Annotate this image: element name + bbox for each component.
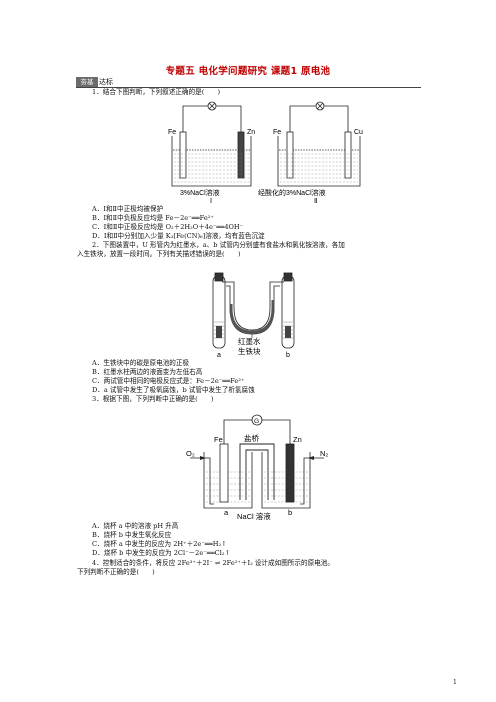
label-o2: O₂ (186, 449, 195, 458)
test-tubes (212, 272, 295, 349)
question-3-stem: 3．根据下图，下列判断中正确的是( ) (92, 395, 214, 403)
q1-option-c: C．Ⅰ和Ⅱ中正极反应均是 O₂＋2H₂O＋4e⁻══4OH⁻ (92, 223, 244, 231)
label-beaker-b: b (288, 508, 292, 517)
cell-i-number: Ⅰ (210, 198, 212, 203)
q2-option-d: D．a 试管中发生了吸氧腐蚀，b 试管中发生了析氢腐蚀 (92, 386, 255, 394)
page-number: 1 (453, 679, 457, 686)
section-label: 达标 (99, 78, 113, 86)
q3-option-a: A．烧杯 a 中的溶液 pH 升高 (92, 522, 179, 530)
red-ink (229, 300, 275, 334)
figure-3: G Fe 盐桥 Zn O₂ N₂ a NaCl 溶液 b (186, 414, 328, 520)
label-nacl: NaCl 溶液 (237, 511, 271, 520)
zn-electrode (285, 443, 295, 503)
gas-tubes (190, 457, 324, 505)
question-2-stem-line2: 入生铁块，放置一段时间。下列有关描述错误的是( ) (77, 250, 241, 258)
cell-i (171, 101, 252, 187)
label-tube-a: a (217, 352, 221, 358)
section-badge: 夯基 (76, 77, 98, 87)
question-4-stem-line1: 4．控制适合的条件，将反应 2Fe³⁺＋2I⁻ ⇌ 2Fe²⁺＋I₂ 设计成如图… (92, 559, 334, 567)
cell-i-solution (174, 153, 250, 183)
q3-option-d: D．烧杯 b 中发生的反应为 2Cl⁻－2e⁻══Cl₂↑ (92, 549, 230, 557)
q1-option-a: A．Ⅰ和Ⅱ中正极均被保护 (92, 205, 164, 213)
figure-2: 红墨水 生铁块 a b (212, 272, 295, 358)
cell-ii-solution-label: 经酸化的3%NaCl溶液 (258, 188, 326, 197)
q1-option-b: B．Ⅰ和Ⅱ中负极反应均是 Fe－2e⁻══Fe²⁺ (92, 214, 214, 222)
cell-ii-number: Ⅱ (314, 198, 317, 203)
label-fe: Fe (214, 435, 223, 444)
label-zn: Zn (293, 435, 302, 444)
cell-i-electrode-right: Zn (247, 129, 255, 136)
question-2-stem-line1: 2．下图装置中，U 形管内为红墨水，a、b 试管内分别盛有食盐水和氯化铵溶液，各… (92, 241, 345, 249)
question-1-stem: 1．结合下图判断，下列叙述正确的是( ) (92, 88, 221, 96)
circuit (223, 414, 291, 448)
cell-ii-electrode-right: Cu (354, 129, 363, 136)
q3-option-c: C．烧杯 a 中发生的反应为 2H⁺＋2e⁻══H₂↑ (92, 540, 227, 548)
label-iron-block: 生铁块 (238, 346, 261, 356)
cell-ii-solution (280, 153, 358, 183)
label-tube-b: b (286, 352, 290, 358)
salt-bridge (239, 443, 275, 500)
cell-ii-electrode-left: Fe (273, 129, 281, 136)
beakers (203, 452, 311, 509)
question-4-stem-line2: 下列判断不正确的是( ) (77, 568, 155, 576)
iron-block-b (285, 326, 291, 338)
q3-option-b: B．烧杯 b 中发生氧化反应 (92, 531, 172, 539)
label-n2: N₂ (320, 449, 328, 458)
page-title: 专题五 电化学问题研究 课题1 原电池 (165, 66, 331, 77)
section-divider (76, 87, 421, 88)
cell-ii (277, 101, 361, 187)
label-salt-bridge: 盐桥 (244, 433, 259, 443)
cell-i-electrode-left: Fe (168, 129, 176, 136)
cell-i-solution-label: 3%NaCl溶液 (180, 188, 220, 197)
q2-option-c: C．两试管中相同的电极反应式是：Fe－2e⁻══Fe²⁺ (92, 377, 245, 385)
label-red-ink: 红墨水 (238, 336, 261, 346)
q1-option-d: D．Ⅰ和Ⅱ中分别加入少量 K₃[Fe(CN)₆]溶液，均有蓝色沉淀 (92, 232, 265, 240)
q2-option-b: B．红墨水柱两边的液面变为左低右高 (92, 368, 203, 376)
iron-block-a (216, 326, 222, 338)
q2-option-a: A．生铁块中的碳是原电池的正极 (92, 359, 190, 367)
label-beaker-a: a (224, 508, 229, 517)
figure-1: Fe Zn 3%NaCl溶液 Ⅰ Fe Cu 经酸化的3%NaCl溶液 Ⅱ (168, 101, 363, 203)
fe-electrode (219, 443, 229, 503)
galvanometer-icon: G (254, 418, 259, 425)
